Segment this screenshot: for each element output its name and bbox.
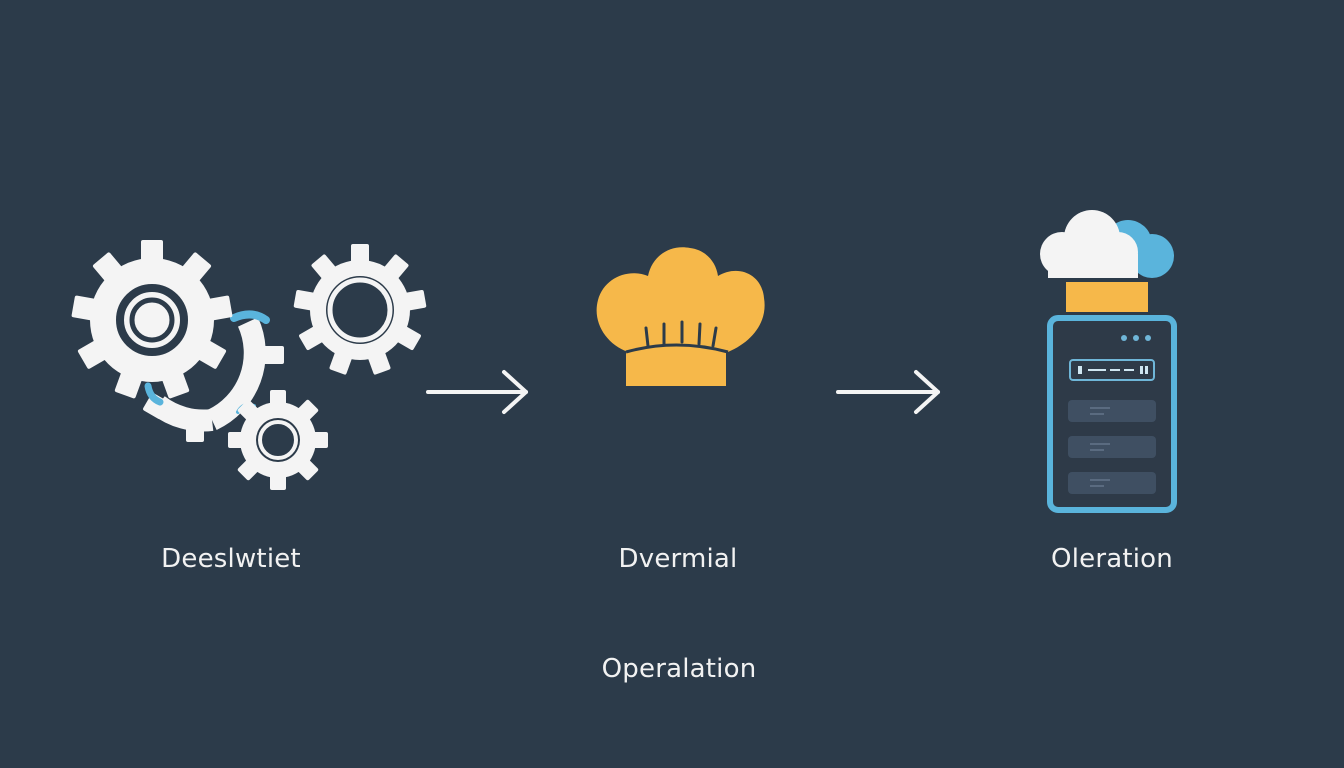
- gears-icon: [71, 240, 427, 490]
- step-label-3: Oleration: [1051, 544, 1173, 574]
- arrow-right-icon: [426, 370, 528, 414]
- tablet-list: [1068, 400, 1156, 494]
- cloud-hat-icon: [1040, 210, 1174, 312]
- bottom-label: Operalation: [601, 654, 757, 684]
- large-gear-icon: [71, 240, 233, 399]
- top-gear-icon: [293, 244, 427, 375]
- arrow-right-icon: [836, 370, 940, 414]
- step-label-1: Deeslwtiet: [161, 544, 301, 574]
- tablet-with-chef-hat-icon: [1040, 210, 1177, 513]
- step-label-2: Dvermial: [618, 544, 738, 574]
- small-gear-icon: [228, 390, 328, 490]
- tablet-search-bar: [1069, 359, 1155, 381]
- chef-hat-icon: [596, 247, 765, 386]
